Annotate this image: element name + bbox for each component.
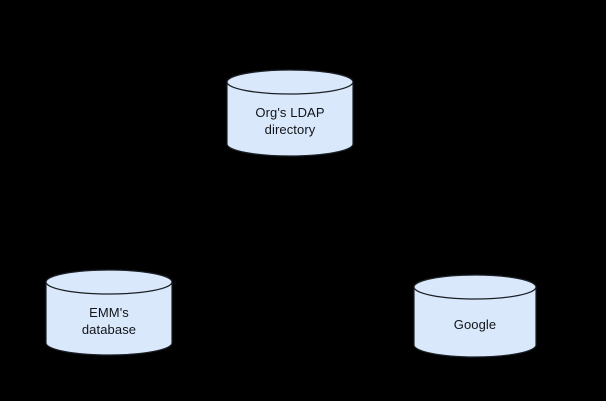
database-cylinder-icon <box>226 69 354 157</box>
database-cylinder-icon <box>45 269 173 356</box>
database-cylinder-icon <box>413 274 537 358</box>
node-google[interactable]: Google <box>413 274 537 358</box>
node-org-ldap-directory[interactable]: Org's LDAP directory <box>226 69 354 157</box>
node-emm-database[interactable]: EMM's database <box>45 269 173 356</box>
